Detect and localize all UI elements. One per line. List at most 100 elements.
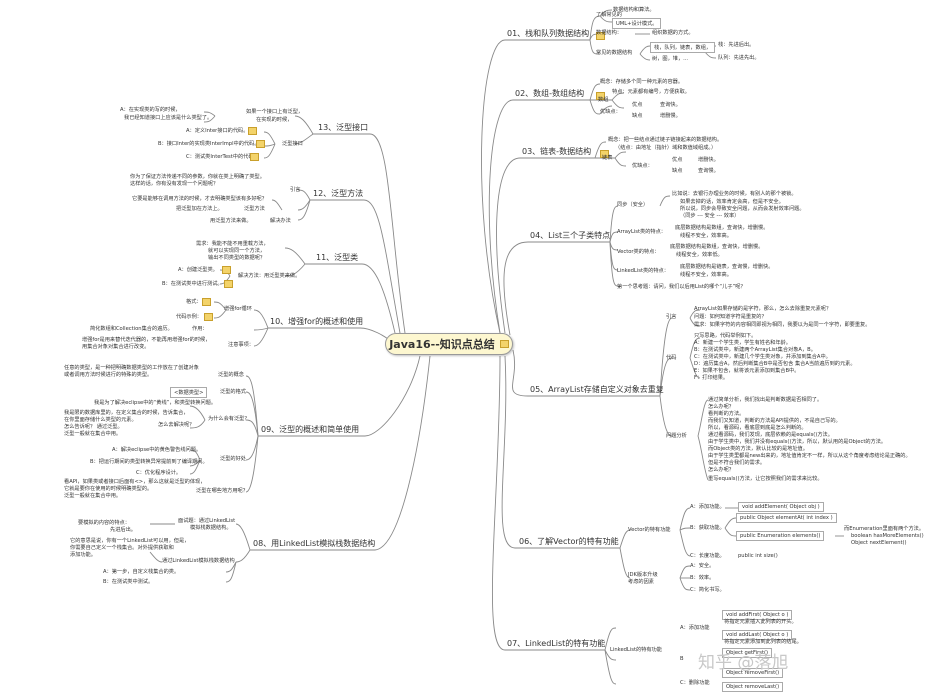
node: D：遍历集合A，然后判断集合B中是否包含 集合A当前遍历到的元素。 [694,361,856,367]
node: 底层数据结构是数组，查询快，增删慢。 [675,225,769,231]
node: 我是为了解决eclipse中的“黄线”，和类型转换问题。 [94,400,217,406]
note-icon [600,150,609,158]
branch-01[interactable]: 01、栈和队列数据结构 [507,29,590,38]
node: 同步（安全） [617,202,649,208]
node: 泛型接口 [282,141,303,147]
node: 优点 [672,157,683,163]
node: B：在测试类中，新建两个ArrayList集合对象A，B。 [694,347,816,353]
node: 泛型的格式 [220,389,246,395]
branch-04[interactable]: 04、List三个子类特点 [530,231,611,240]
branch-13[interactable]: 13、泛型接口 [318,123,369,132]
node: 比如说：去银行办理业务的时候，有别人的那个被锁。 [672,191,797,197]
branch-05[interactable]: 05、ArrayList存储自定义对象去重复 [530,385,664,394]
branch-02[interactable]: 02、数组-数组结构 [515,89,585,98]
note-icon [499,340,509,348]
node: 模拟栈数据结构。 [190,525,232,531]
node: void addLast( Object o ) [722,630,793,640]
node: 先进后出。 [110,527,136,533]
node: 通过看源码，我们发现，底层依赖的是equals()方法。 [708,432,833,438]
branch-03[interactable]: 03、链表-数据结构 [522,147,592,156]
node: LinkedList的特有功能 [610,647,662,653]
branch-08[interactable]: 08、用LinkedList模拟栈数据结构 [253,539,376,548]
node: Object getFirst() [722,648,773,658]
node: 概念：把一些结点通过链子链接起来的数据结构。 [608,137,723,143]
node: B：效率。 [690,575,715,581]
node: <数据类型> [170,387,208,398]
node: 队列：先进先出。 [718,55,760,61]
branch-10[interactable]: 10、增强for的概述和使用 [270,317,364,326]
node: 添加功能。 [70,552,96,558]
central-topic[interactable]: Java16--知识点总结 [385,333,513,355]
note-icon [596,32,605,40]
node: 看判断的方法。 [708,411,745,417]
node: B：在测试类中测试。 [103,579,154,585]
node: E：如果不包含，就将该元素添加到集合B中。 [694,368,800,374]
central-topic-label: Java16--知识点总结 [389,338,495,351]
branch-07[interactable]: 07、LinkedList的特有功能 [507,639,606,648]
node: 或者调用方法时候进行的特殊的类型。 [64,372,153,378]
node: UML+设计模式。 [612,18,662,29]
node: 用集合对象对集合进行改变。 [82,344,150,350]
node: 泛型方法 [244,206,265,212]
branch-06[interactable]: 06、了解Vector的特有功能 [519,537,619,546]
node: 底层数据结构是链表，查询慢，增删快。 [680,264,774,270]
node: 第一个思考题：请问，我们以后用List的哪个“儿子”呢？ [617,284,746,290]
node: C：简化书写。 [690,587,725,593]
branch-09[interactable]: 09、泛型的概述和简单使用 [261,425,360,434]
node: 链表 [602,155,613,161]
node: B：获取功能。 [690,525,725,531]
node: 查询慢。 [698,168,719,174]
node: 考虑的因素 [628,579,654,585]
node: 树，图，堆，... [652,56,689,62]
node: 泛型一般就在集合中用。 [64,431,122,437]
node: 问题分析 [666,433,687,439]
node: 它的意思是说，你有一个LinkedList可以用，但是， [70,538,190,544]
node: 将指定元素插入此列表的开头。 [724,619,797,625]
node: 泛型的好处 [220,456,246,462]
node: A：在实现类的写的时候， [120,107,181,113]
note-icon [222,266,231,274]
node: 格式： [186,299,202,305]
node: 代码示例： [176,314,202,320]
node: void addElement( Object obj ) [738,502,824,512]
node: Vector的特有功能 [628,527,671,533]
node: 通过简单分析，我们找出是判断数据是否相同了。 [708,397,823,403]
node: 泛型的概念 [218,372,244,378]
node: public Enumeration elements() [736,531,825,541]
node: 就可以实现同一个方法， [208,248,266,254]
node: 组织数据的方式。 [652,30,694,36]
node: void addFirst( Object o ) [722,610,793,620]
node: 为什么会有泛型？ [208,416,250,422]
node: 用泛型方法来做。 [210,218,252,224]
node: 将指定元素添加到此列表的结尾。 [724,639,802,645]
node: 优缺点： [600,109,621,115]
node: 增删快。 [698,157,719,163]
node: C：在测试类中，新建几个学生类对象，并添加到集合A中。 [694,354,831,360]
node: （结点：由地址（指针）域和数值域组成。） [615,145,717,151]
node: 常见的数据结构 [596,50,633,56]
node: F：打印结果。 [694,375,729,381]
node: 怎么办呢？ [708,404,734,410]
node: A：创建泛型类。 [178,267,218,273]
node: 泛型一般就在集合中用。 [64,493,122,499]
node: 数据结构和算法。 [613,7,655,13]
note-icon [202,298,211,306]
node: 任意的类型，是一种把明确数据类型的工作放在了创建对象 [64,365,199,371]
node: ArrayList类的特点： [617,229,666,235]
branch-12[interactable]: 12、泛型方法 [313,189,364,198]
node: C：长度功能。 [690,553,725,559]
node: 增强for循环 [224,306,252,312]
node: 它要是能够在调用方法的时候，才去明确类型该有多好呢？ [132,196,267,202]
node: 它就是要你在使用的时候明确类型的。 [64,486,153,492]
node: JDK版本升级 [628,572,658,578]
note-icon [256,140,265,148]
node: A：新建一个学生类，学生有姓名和年龄。 [694,340,791,346]
node: 通过LinkedList模拟栈数据结构 [162,558,235,564]
node: 在你里面存储什么类型的元素。 [64,417,137,423]
node: 这样的话，你有没有发现一个问题呢？ [130,181,219,187]
node: 解决方法：用泛型类来做。 [238,273,301,279]
node: 特点：元素都有编号，方便获取。 [612,89,690,95]
branch-11[interactable]: 11、泛型类 [316,253,359,262]
node: 代码 [666,355,677,361]
node: 线程不安全，效率高。 [680,233,732,239]
